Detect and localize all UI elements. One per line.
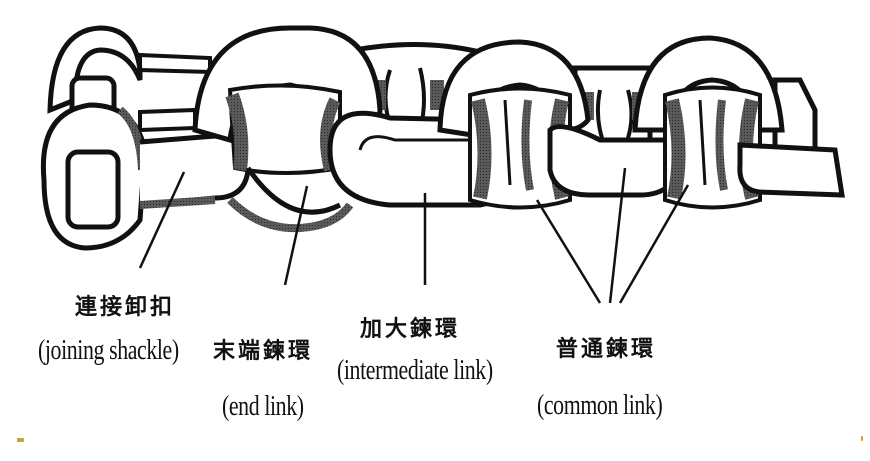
tail-bar: [737, 142, 845, 198]
leader-common-link-c: [618, 184, 690, 304]
label-intermediate-link-en: (intermediate link): [337, 355, 493, 386]
leader-joining-shackle: [138, 171, 186, 269]
label-end-link-zh: 末端鍊環: [213, 338, 314, 364]
corner-mark-left: [17, 438, 24, 442]
label-joining-shackle-en: (joining shackle): [38, 335, 179, 366]
back-link-tail: [772, 77, 818, 153]
label-common-link-zh: 普通鍊環: [556, 336, 657, 362]
corner-mark-right: [861, 436, 863, 441]
label-intermediate-link-zh: 加大鍊環: [360, 316, 461, 342]
end-link-shape: [192, 25, 383, 233]
common-link-2-shape: [632, 35, 785, 210]
label-joining-shackle-zh: 連接卸扣: [75, 294, 176, 320]
leader-lines: [138, 167, 690, 304]
label-common-link-en: (common link): [537, 390, 663, 421]
common-link-1-shape: [437, 39, 591, 210]
label-end-link-en: (end link): [222, 391, 304, 422]
leader-end-link: [283, 185, 309, 286]
leader-common-link-b: [608, 167, 627, 304]
leader-common-link-a: [535, 199, 602, 304]
